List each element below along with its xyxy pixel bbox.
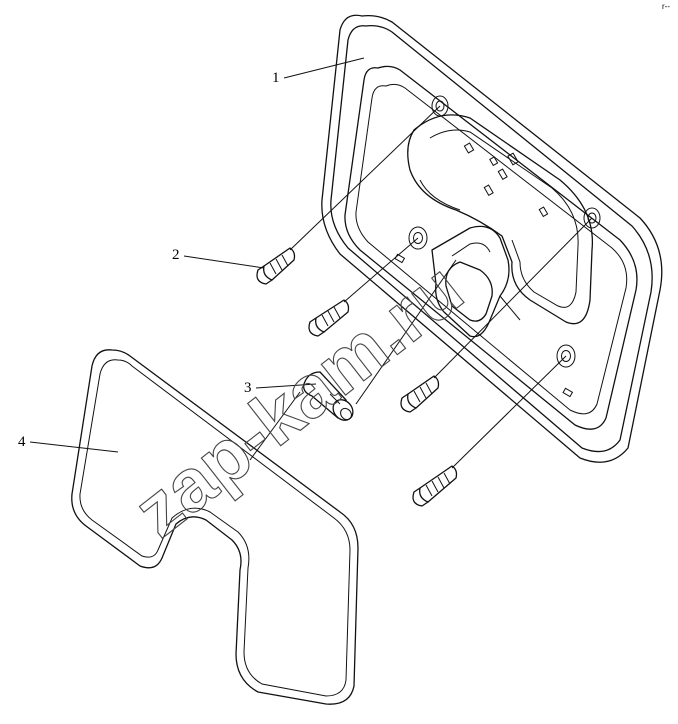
screw-c [400,375,440,413]
screw-b [308,299,350,337]
callout-label-2: 2 [172,247,180,263]
callout-3: 3 [244,380,317,396]
lamp-part-3 [249,259,457,461]
callout-label-3: 3 [244,380,252,396]
callout-label-1: 1 [272,70,280,86]
screw-d [412,465,458,507]
callout-2: 2 [172,247,265,269]
watermark: zap-kam.ru [119,247,478,553]
callout-label-4: 4 [18,434,26,450]
lens-cover-part-4 [71,349,359,705]
plate-frame-part-1 [321,14,663,463]
corner-mark: r-- [662,2,670,11]
screw-a [256,247,296,285]
screws-part-2 [256,105,593,507]
callout-4: 4 [18,434,119,453]
callout-1: 1 [272,57,365,86]
